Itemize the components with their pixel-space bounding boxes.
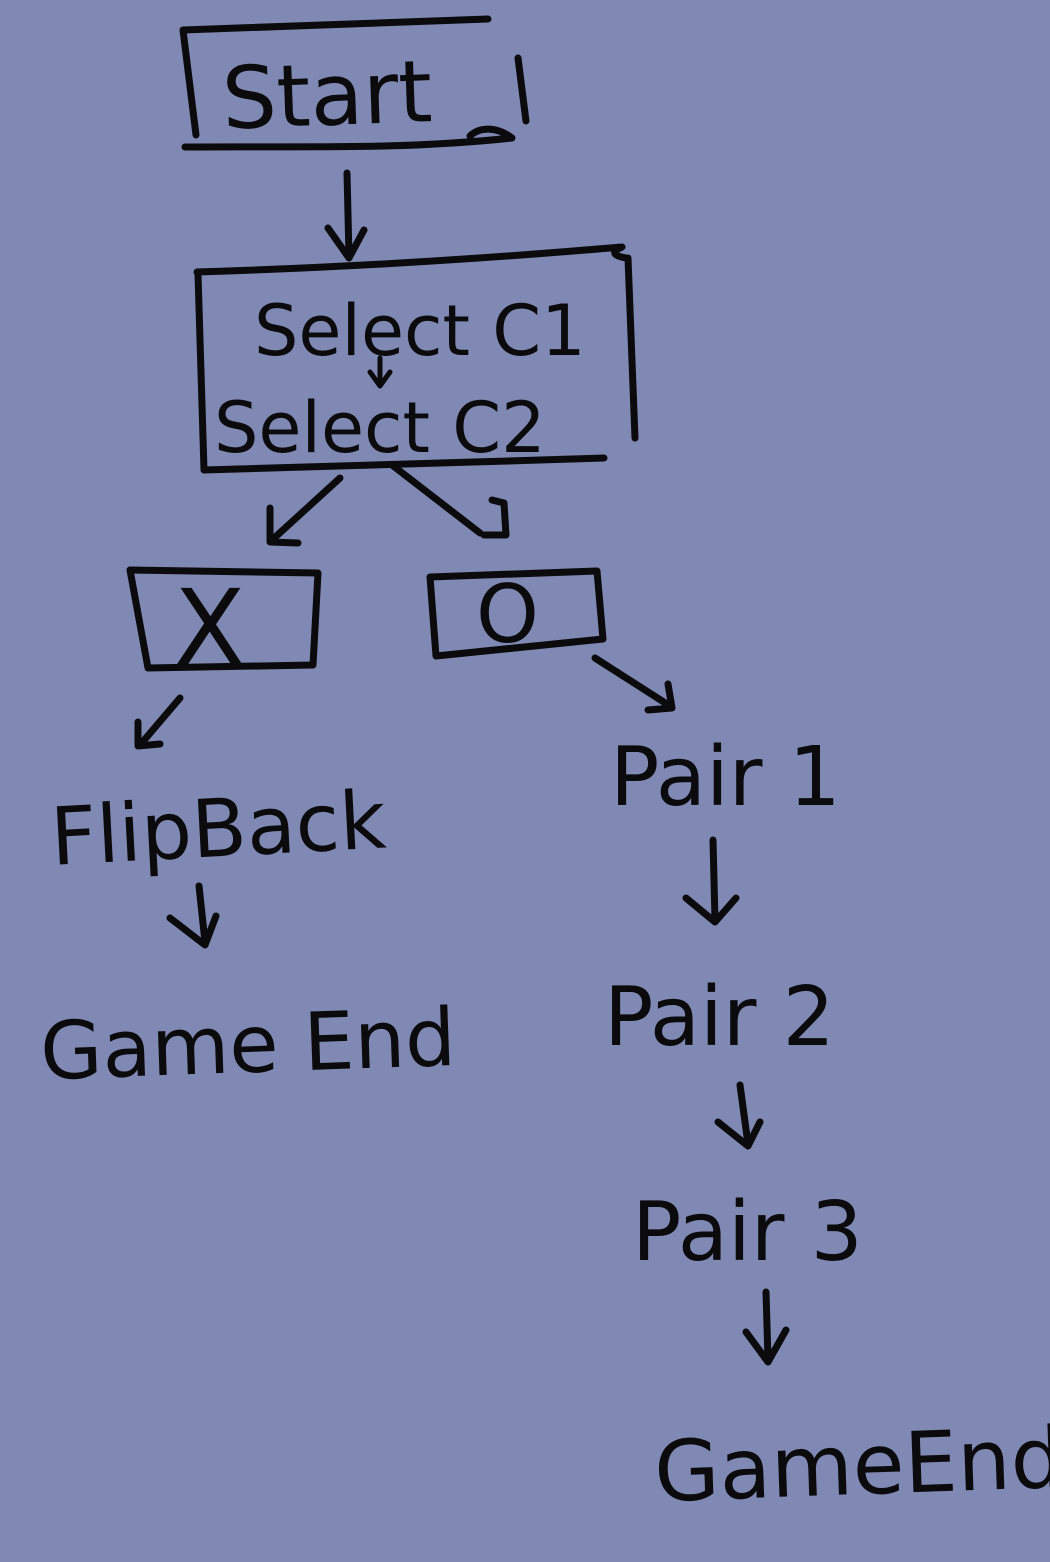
- arrow-start-to-select: [324, 169, 368, 262]
- no-match-box: [126, 566, 322, 672]
- arrow-nomatch-to-flipback: [134, 694, 184, 750]
- select-c1-label: Select C1: [254, 290, 586, 372]
- arrow-flipback-to-gameend: [166, 882, 220, 949]
- arrow-select-to-match: [388, 461, 510, 539]
- game-end-left-label: Game End: [39, 991, 458, 1098]
- arrow-pair1-to-pair2: [682, 836, 740, 926]
- select-node: Select C1 Select C2: [193, 243, 639, 474]
- start-label: Start: [220, 42, 433, 149]
- pair3-label: Pair 3: [632, 1185, 863, 1280]
- arrow-pair3-to-gameend: [742, 1288, 790, 1366]
- no-match-symbol: X: [174, 567, 245, 689]
- pair2-label: Pair 2: [604, 970, 835, 1065]
- game-end-right-label: GameEnd: [653, 1409, 1050, 1521]
- no-match-node: X: [126, 566, 322, 689]
- arrow-pair2-to-pair3: [714, 1081, 764, 1150]
- start-box: [179, 15, 530, 151]
- select-box: [193, 243, 639, 474]
- start-node: Start: [179, 15, 530, 151]
- match-box: [426, 567, 607, 660]
- inner-arrow: [367, 355, 393, 389]
- match-node: O: [426, 567, 607, 661]
- flip-back-label: FlipBack: [48, 773, 389, 883]
- select-c2-label: Select C2: [214, 387, 546, 469]
- arrow-match-to-pair1: [591, 654, 676, 714]
- arrow-select-to-nomatch: [266, 474, 344, 547]
- pair1-label: Pair 1: [610, 730, 841, 825]
- match-symbol: O: [476, 568, 539, 661]
